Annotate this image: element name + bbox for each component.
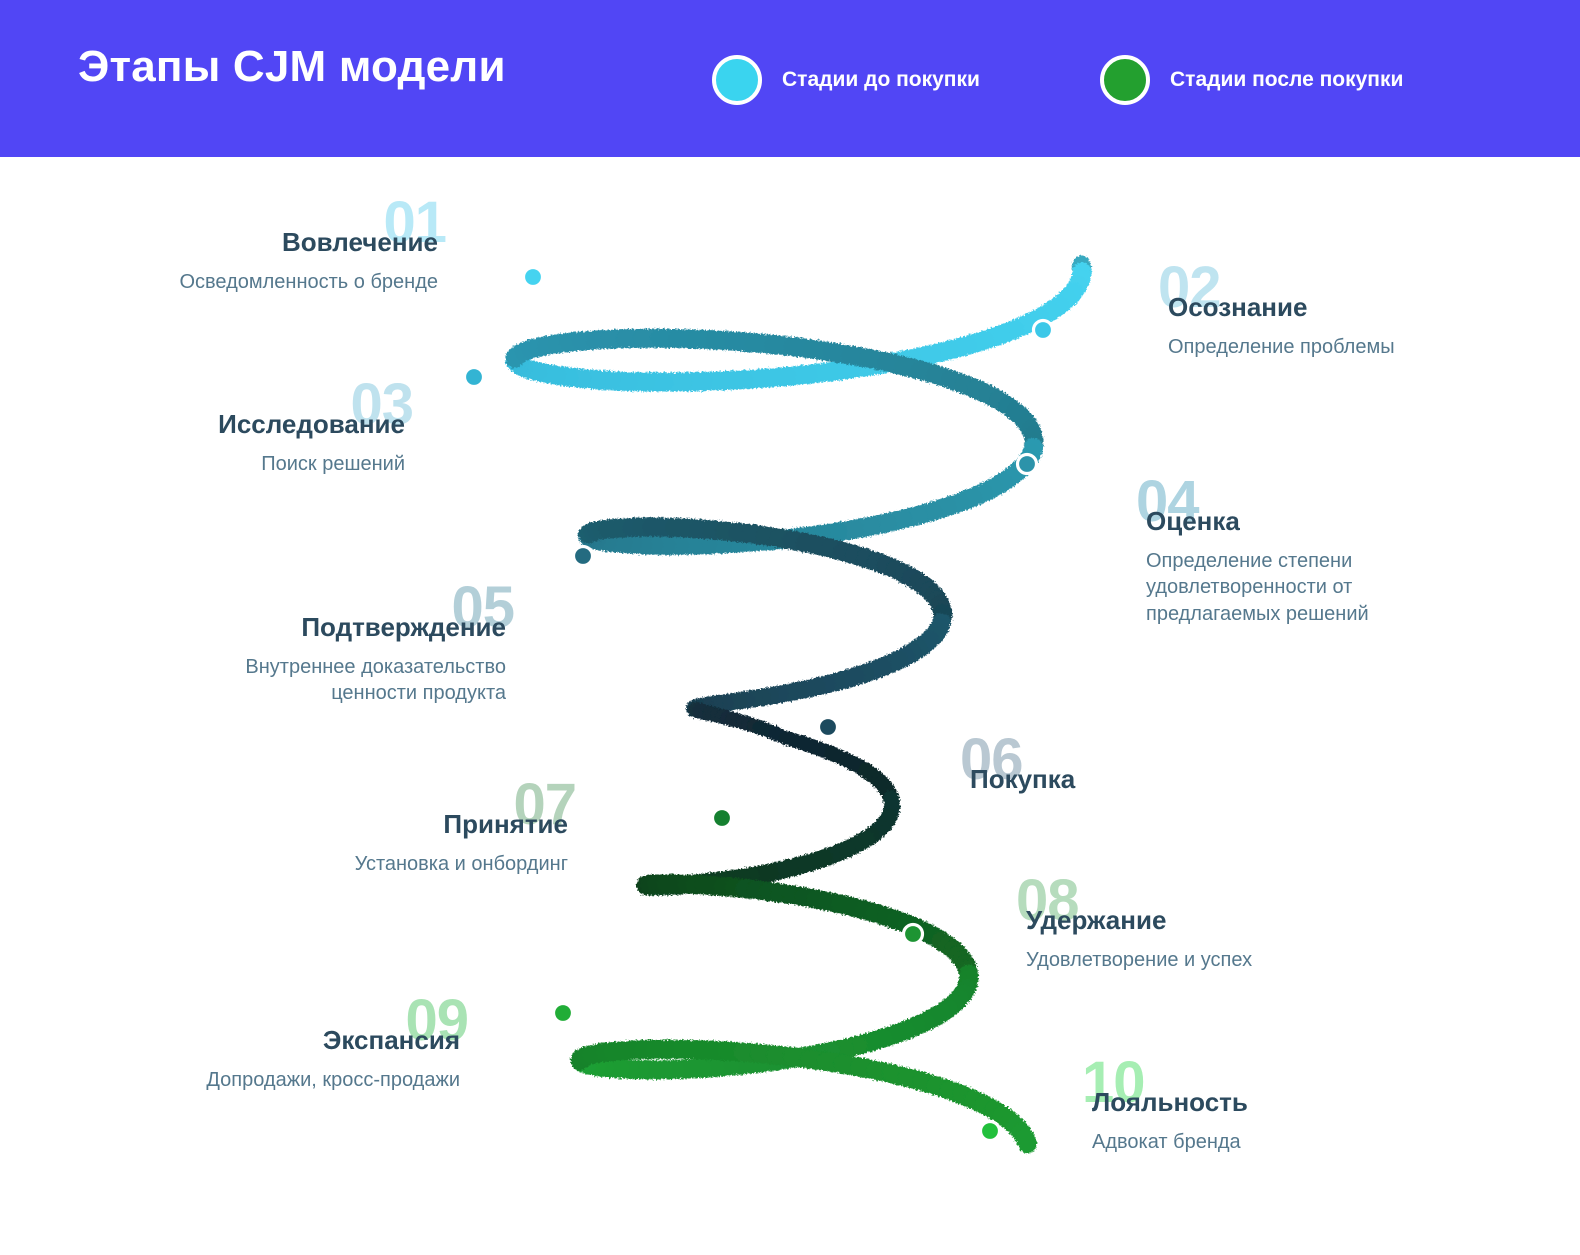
circle-icon-post-purchase [1100, 55, 1150, 105]
step-subtitle-02: Определение проблемы [1168, 335, 1395, 358]
spiral-marker-08[interactable] [901, 922, 925, 946]
step-subtitle-01: Осведомленность о бренде [179, 270, 438, 293]
spiral-markers [462, 265, 1055, 1143]
cjm-spiral-diagram [0, 157, 1580, 1255]
spiral-marker-01[interactable] [521, 265, 545, 289]
header-bar: Этапы CJM модели Стадии до покупки Стади… [0, 0, 1580, 157]
step-title-06: Покупка [970, 764, 1076, 794]
spiral-strokes [505, 255, 1092, 1154]
spiral-marker-04[interactable] [1015, 452, 1039, 476]
step-subtitle-03: Поиск решений [261, 452, 405, 475]
legend-label-pre-purchase: Стадии до покупки [782, 68, 980, 91]
spiral-svg [462, 255, 1092, 1154]
step-title-04: Оценка [1146, 506, 1240, 536]
spiral-marker-07[interactable] [710, 806, 734, 830]
spiral-marker-06[interactable] [816, 715, 840, 739]
step-subtitle-10: Адвокат бренда [1092, 1130, 1241, 1153]
step-07[interactable]: 07 Принятие Установка и онбординг [230, 776, 577, 877]
step-05[interactable]: 05 Подтверждение Внутреннее доказательст… [110, 579, 515, 707]
step-title-05: Подтверждение [301, 612, 506, 642]
step-subtitle-08: Удовлетворение и успех [1026, 948, 1253, 971]
step-03[interactable]: 03 Исследование Поиск решений [30, 376, 414, 477]
step-title-07: Принятие [443, 809, 568, 839]
legend-item-post-purchase: Стадии после покупки [1100, 55, 1404, 105]
legend-item-pre-purchase: Стадии до покупки [712, 55, 980, 105]
step-08[interactable]: 08 Удержание Удовлетворение и успех [1016, 872, 1406, 973]
spiral-marker-09[interactable] [551, 1001, 575, 1025]
step-subtitle-09: Допродажи, кросс-продажи [206, 1068, 460, 1091]
spiral-marker-03[interactable] [462, 365, 486, 389]
step-title-09: Экспансия [322, 1025, 460, 1055]
step-title-02: Осознание [1168, 292, 1308, 322]
step-10[interactable]: 10 Лояльность Адвокат бренда [1082, 1054, 1462, 1155]
step-title-10: Лояльность [1092, 1087, 1248, 1117]
step-09[interactable]: 09 Экспансия Допродажи, кросс-продажи [60, 992, 469, 1093]
step-title-08: Удержание [1026, 905, 1167, 935]
legend-label-post-purchase: Стадии после покупки [1170, 68, 1404, 91]
spiral-marker-02[interactable] [1031, 318, 1055, 342]
step-01[interactable]: 01 Вовлечение Осведомленность о бренде [60, 194, 447, 295]
circle-icon-pre-purchase [712, 55, 762, 105]
step-title-01: Вовлечение [282, 227, 438, 257]
page-title: Этапы CJM модели [78, 42, 506, 91]
step-title-03: Исследование [218, 409, 405, 439]
spiral-marker-05[interactable] [571, 544, 595, 568]
step-subtitle-07: Установка и онбординг [354, 852, 568, 875]
spiral-marker-10[interactable] [978, 1119, 1002, 1143]
step-06[interactable]: 06 Покупка [960, 731, 1300, 795]
step-02[interactable]: 02 Осознание Определение проблемы [1158, 259, 1568, 360]
